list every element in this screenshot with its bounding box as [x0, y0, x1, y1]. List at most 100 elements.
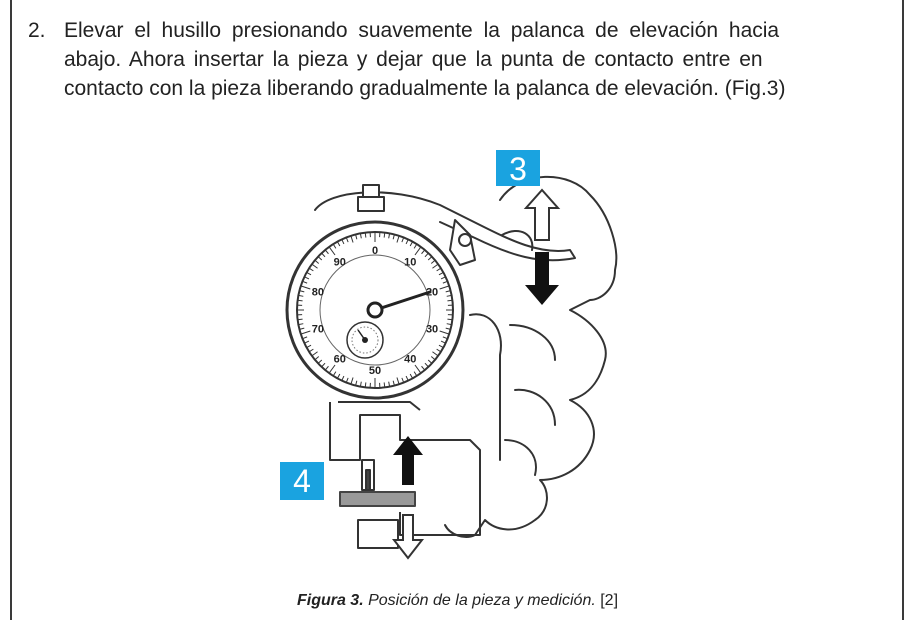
dial-tick	[359, 381, 362, 387]
step-number: 2.	[28, 19, 46, 42]
dial-tick	[409, 373, 414, 379]
dial-tick	[414, 246, 422, 256]
dial-tick	[392, 380, 395, 386]
dial-needle	[373, 290, 432, 312]
dial-tick	[328, 246, 336, 256]
dial-tick	[302, 280, 308, 284]
dial-number: 30	[426, 324, 438, 336]
dial-tick	[321, 362, 326, 368]
dial-tick	[432, 351, 439, 357]
left-border	[10, 0, 12, 620]
dial-tick	[306, 344, 312, 349]
dial-tick	[308, 267, 314, 272]
dial-tick	[396, 235, 400, 243]
dial-tick	[297, 299, 303, 302]
dial-tick	[311, 263, 318, 269]
dial-tick	[438, 271, 444, 276]
dial-tick	[424, 362, 429, 368]
dial-tick	[355, 380, 358, 386]
dial-number: 10	[404, 256, 416, 268]
dial-tick	[446, 323, 452, 326]
dial-tick	[413, 371, 418, 377]
dial-tick	[350, 377, 354, 385]
dial-tick	[414, 364, 422, 374]
dial-tick	[332, 371, 337, 377]
dial-tick	[302, 336, 308, 340]
dial-tick	[439, 330, 450, 335]
step-line-2: abajo. Ahora insertar la pieza y dejar q…	[64, 48, 763, 71]
dial-tick	[442, 336, 448, 340]
dial-tick	[298, 294, 304, 297]
dial-tick	[308, 348, 314, 353]
figure-caption: Figura 3. Posición de la pieza y medició…	[0, 592, 915, 610]
dial-gauge: 0 10 20 30 40 50 60 70 80 90	[285, 220, 465, 400]
caption-label: Figura 3.	[296, 592, 364, 609]
gauge-frame	[329, 402, 481, 536]
dial-number: 90	[334, 256, 346, 268]
dial-number: 0	[372, 245, 378, 257]
dial-tick	[359, 233, 362, 239]
dial-tick	[447, 318, 453, 321]
dial-tick	[341, 239, 345, 245]
dial-tick	[421, 249, 426, 255]
dial-tick	[299, 327, 305, 330]
dial-tick	[321, 252, 326, 258]
dial-tick	[314, 259, 320, 264]
dial-tick	[324, 249, 329, 255]
dial-tick	[396, 377, 400, 385]
dial-tick	[413, 243, 418, 249]
dial-tick	[317, 359, 323, 364]
dial-tick	[430, 356, 436, 361]
dial-tick	[300, 285, 311, 290]
dial-number: 60	[334, 354, 346, 366]
dial-tick	[297, 318, 303, 321]
dial-number: 50	[369, 365, 381, 377]
dial-tick	[430, 259, 436, 264]
dial-tick	[388, 381, 391, 387]
dial-tick	[332, 243, 337, 249]
dial-tick	[298, 323, 304, 326]
step-line-1: Elevar el husillo presionando suavemente…	[64, 19, 780, 42]
dial-tick	[336, 241, 341, 247]
dial-tick	[432, 263, 439, 269]
dial-tick	[436, 267, 442, 272]
dial-tick	[345, 377, 349, 383]
dial-tick	[436, 348, 442, 353]
dial-tick	[440, 340, 446, 344]
caption-reference: [2]	[595, 592, 619, 609]
dial-tick	[341, 375, 345, 381]
dial-tick	[439, 285, 450, 290]
dial-number: 70	[312, 324, 324, 336]
arrow-up-solid	[393, 436, 423, 485]
dial-number: 80	[312, 286, 324, 298]
dial-tick	[445, 290, 451, 293]
dial-tick	[364, 232, 367, 238]
dial-tick	[424, 252, 429, 258]
figure-illustration: 0 10 20 30 40 50 60 70 80 90 3 4	[280, 150, 618, 560]
dial-number: 40	[404, 354, 416, 366]
dial-tick	[314, 356, 320, 361]
dial-tick	[438, 344, 444, 349]
right-border	[902, 0, 904, 620]
dial-tick	[401, 377, 405, 383]
dial-tick	[405, 239, 409, 245]
caption-text: Posición de la pieza y medición.	[363, 592, 596, 609]
dial-tick	[304, 276, 310, 280]
dial-tick	[405, 375, 409, 381]
dial-tick	[355, 234, 358, 240]
dial-tick	[409, 241, 414, 247]
dial-tick	[427, 359, 433, 364]
dial-tick	[306, 271, 312, 276]
dial-tick	[345, 237, 349, 243]
dial-tick	[447, 299, 453, 302]
dial-number: 20	[426, 286, 438, 298]
arrow-down-solid	[525, 252, 559, 305]
dial-tick	[421, 365, 426, 371]
svg-text:4: 4	[293, 463, 311, 499]
svg-text:3: 3	[509, 151, 527, 187]
dial-tick	[401, 237, 405, 243]
dial-tick	[350, 235, 354, 243]
dial-tick	[317, 256, 323, 261]
dial-tick	[445, 327, 451, 330]
dial-tick	[336, 373, 341, 379]
